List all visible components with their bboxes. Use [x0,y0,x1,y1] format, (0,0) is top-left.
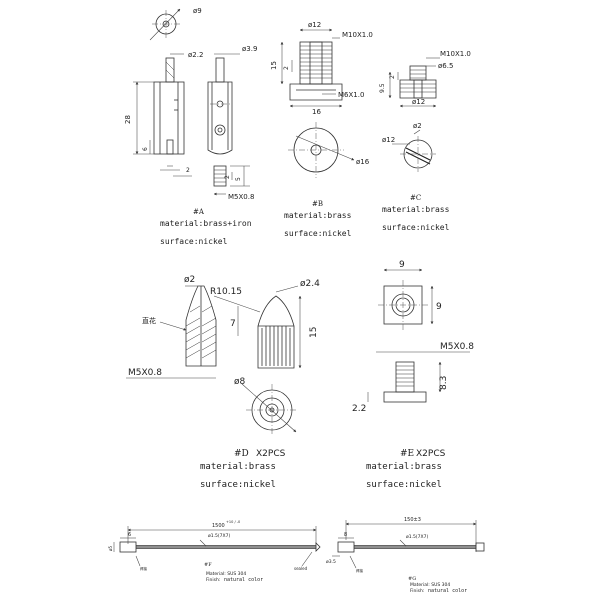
part-g-finish-value: natural color [428,588,467,594]
part-a-top-view: ø9 [149,7,202,41]
part-g-material: Material: SUS 304 [410,582,450,588]
part-f-end-len-label: 6 [128,532,131,538]
part-b-base-w-label: 16 [312,108,321,116]
part-c-inner-dia-label: ø6.5 [438,62,453,70]
part-f-label: #F [204,562,212,568]
part-c-top-dia-label: ø12 [382,136,395,144]
part-b-outer-dia-label: ø12 [308,21,321,29]
part-b-thread-top-label: M10X1.0 [342,31,373,39]
part-f-finish-value: natural color [224,577,263,583]
part-e-drawing: 9 9 M5X0.8 8.3 2.2 #E X2PCS material:bra… [352,260,474,490]
part-d-outside-view: R10.15 ø2.4 7 15 [210,279,320,369]
part-f-cable-label: ø1.5(7X7) [208,533,230,539]
part-b-top-view: ø16 [288,122,370,178]
part-e-thread-len-label: 8.3 [439,376,449,390]
part-e-side-view: M5X0.8 8.3 2.2 [352,342,474,414]
part-d-note-label: 直花 [142,316,156,325]
part-d-label: #D [234,449,249,459]
part-g-cable-label: ø1.5(7X7) [406,534,428,540]
part-d-drawing: ø2 直花 M5X0.8 R10.15 ø2.4 7 15 [126,275,320,490]
part-f-length-tol: +10 / -0 [226,520,240,524]
part-a-slot-w-label: 2 [186,167,190,174]
part-e-top-view: 9 9 [378,260,442,330]
part-c-top-view: ø12 ø2 [382,122,436,172]
part-f-drawing: 1500 +10 / -0 6 ø5 ø1.5(7X7) 焊接 sealed #… [108,520,321,583]
part-f-note-label: 焊接 [140,566,147,571]
part-c-side-view: M10X1.0 ø6.5 9.5 2 ø12 [379,50,471,108]
part-a-thread-label: M5X0.8 [228,193,254,201]
part-d-material: material:brass [200,462,276,472]
part-c-slot-label: ø2 [413,122,422,130]
part-b-material: material:brass [284,211,352,220]
part-b-label: #B [312,200,323,208]
part-g-finish: Finish: [410,588,424,594]
part-b-flange-dia-label: ø16 [356,158,370,166]
part-d-length-label: 15 [309,327,319,338]
part-g-drawing: 150±3 8 ø3.5 ø1.5(7X7) 焊接 #G Material: S… [326,517,485,594]
part-e-thread-label: M5X0.8 [440,342,474,352]
part-a-screw-len-label: 5 [235,177,242,181]
part-e-width-label: 9 [399,260,405,270]
part-b-thread-bottom-label: M6X1.0 [338,91,364,99]
part-a-material: material:brass+iron [160,219,252,228]
part-g-label: #G [408,576,416,582]
part-e-head-h-label: 2.2 [352,404,366,414]
part-a-label: #A [193,208,205,216]
part-d-surface: surface:nickel [200,480,276,490]
part-a-surface: surface:nickel [160,237,228,246]
part-c-drawing: M10X1.0 ø6.5 9.5 2 ø12 ø12 ø2 #C materia… [379,50,471,232]
part-d-section-view: ø2 直花 M5X0.8 [126,275,217,379]
part-b-drawing: ø12 M10X1.0 15 2 M6X1.0 16 ø16 #B materi… [270,21,373,238]
part-f-sealed-label: sealed [294,566,308,571]
part-g-end-len-label: 8 [344,532,347,538]
part-c-outer-dia-label: ø12 [412,98,425,106]
part-e-label: #E [400,449,414,459]
part-d-outer-tip-label: ø2.4 [300,279,320,289]
part-a-screw: 5 2 M5X0.8 [213,165,254,201]
part-f-finish: Finish: [206,577,220,583]
part-b-height-label: 15 [270,61,278,70]
part-b-surface: surface:nickel [284,229,352,238]
part-e-surface: surface:nickel [366,480,442,490]
part-b-side-view: ø12 M10X1.0 15 2 M6X1.0 16 [270,21,373,116]
part-f-length-label: 1500 [212,523,225,529]
part-g-end-dia-label: ø3.5 [326,559,336,565]
part-e-qty: X2PCS [416,449,446,459]
part-f-end-dia-label: ø5 [108,546,113,551]
part-a-shaft-dia-label: ø3.9 [242,45,257,53]
part-g-length-label: 150±3 [404,517,421,523]
part-c-material: material:brass [382,205,450,214]
part-f-material: Material: SUS 304 [206,571,246,577]
part-c-collar-label: 2 [389,75,396,79]
part-a-length-label: 28 [124,115,132,124]
part-c-thread-label: M10X1.0 [440,50,471,58]
part-d-radius-label: R10.15 [210,287,242,297]
part-c-height-label: 9.5 [379,83,386,93]
part-a-right-view: ø3.9 [207,45,257,155]
part-d-tip-len-label: 7 [230,319,236,329]
part-d-thread-label: M5X0.8 [128,368,162,378]
part-b-collar-label: 2 [283,66,290,70]
part-a-screw-off-label: 2 [224,175,231,179]
part-d-qty: X2PCS [256,449,286,459]
part-a-drawing: ø9 28 6 2 ø2.2 [124,7,257,246]
part-g-note-label: 焊接 [356,568,364,573]
part-d-tip-dia-label: ø2 [184,275,195,285]
part-a-left-view: 28 6 2 ø2.2 [124,51,203,177]
part-a-pin-dia-label: ø2.2 [188,51,203,59]
part-a-top-dia-label: ø9 [193,7,202,15]
part-a-slot-h-label: 6 [142,147,149,151]
part-d-base-dia-label: ø8 [234,377,246,387]
part-c-label: #C [410,194,421,202]
part-e-material: material:brass [366,462,442,472]
part-c-surface: surface:nickel [382,223,450,232]
part-d-end-view: ø8 [234,377,298,436]
part-e-height-label: 9 [436,302,442,312]
